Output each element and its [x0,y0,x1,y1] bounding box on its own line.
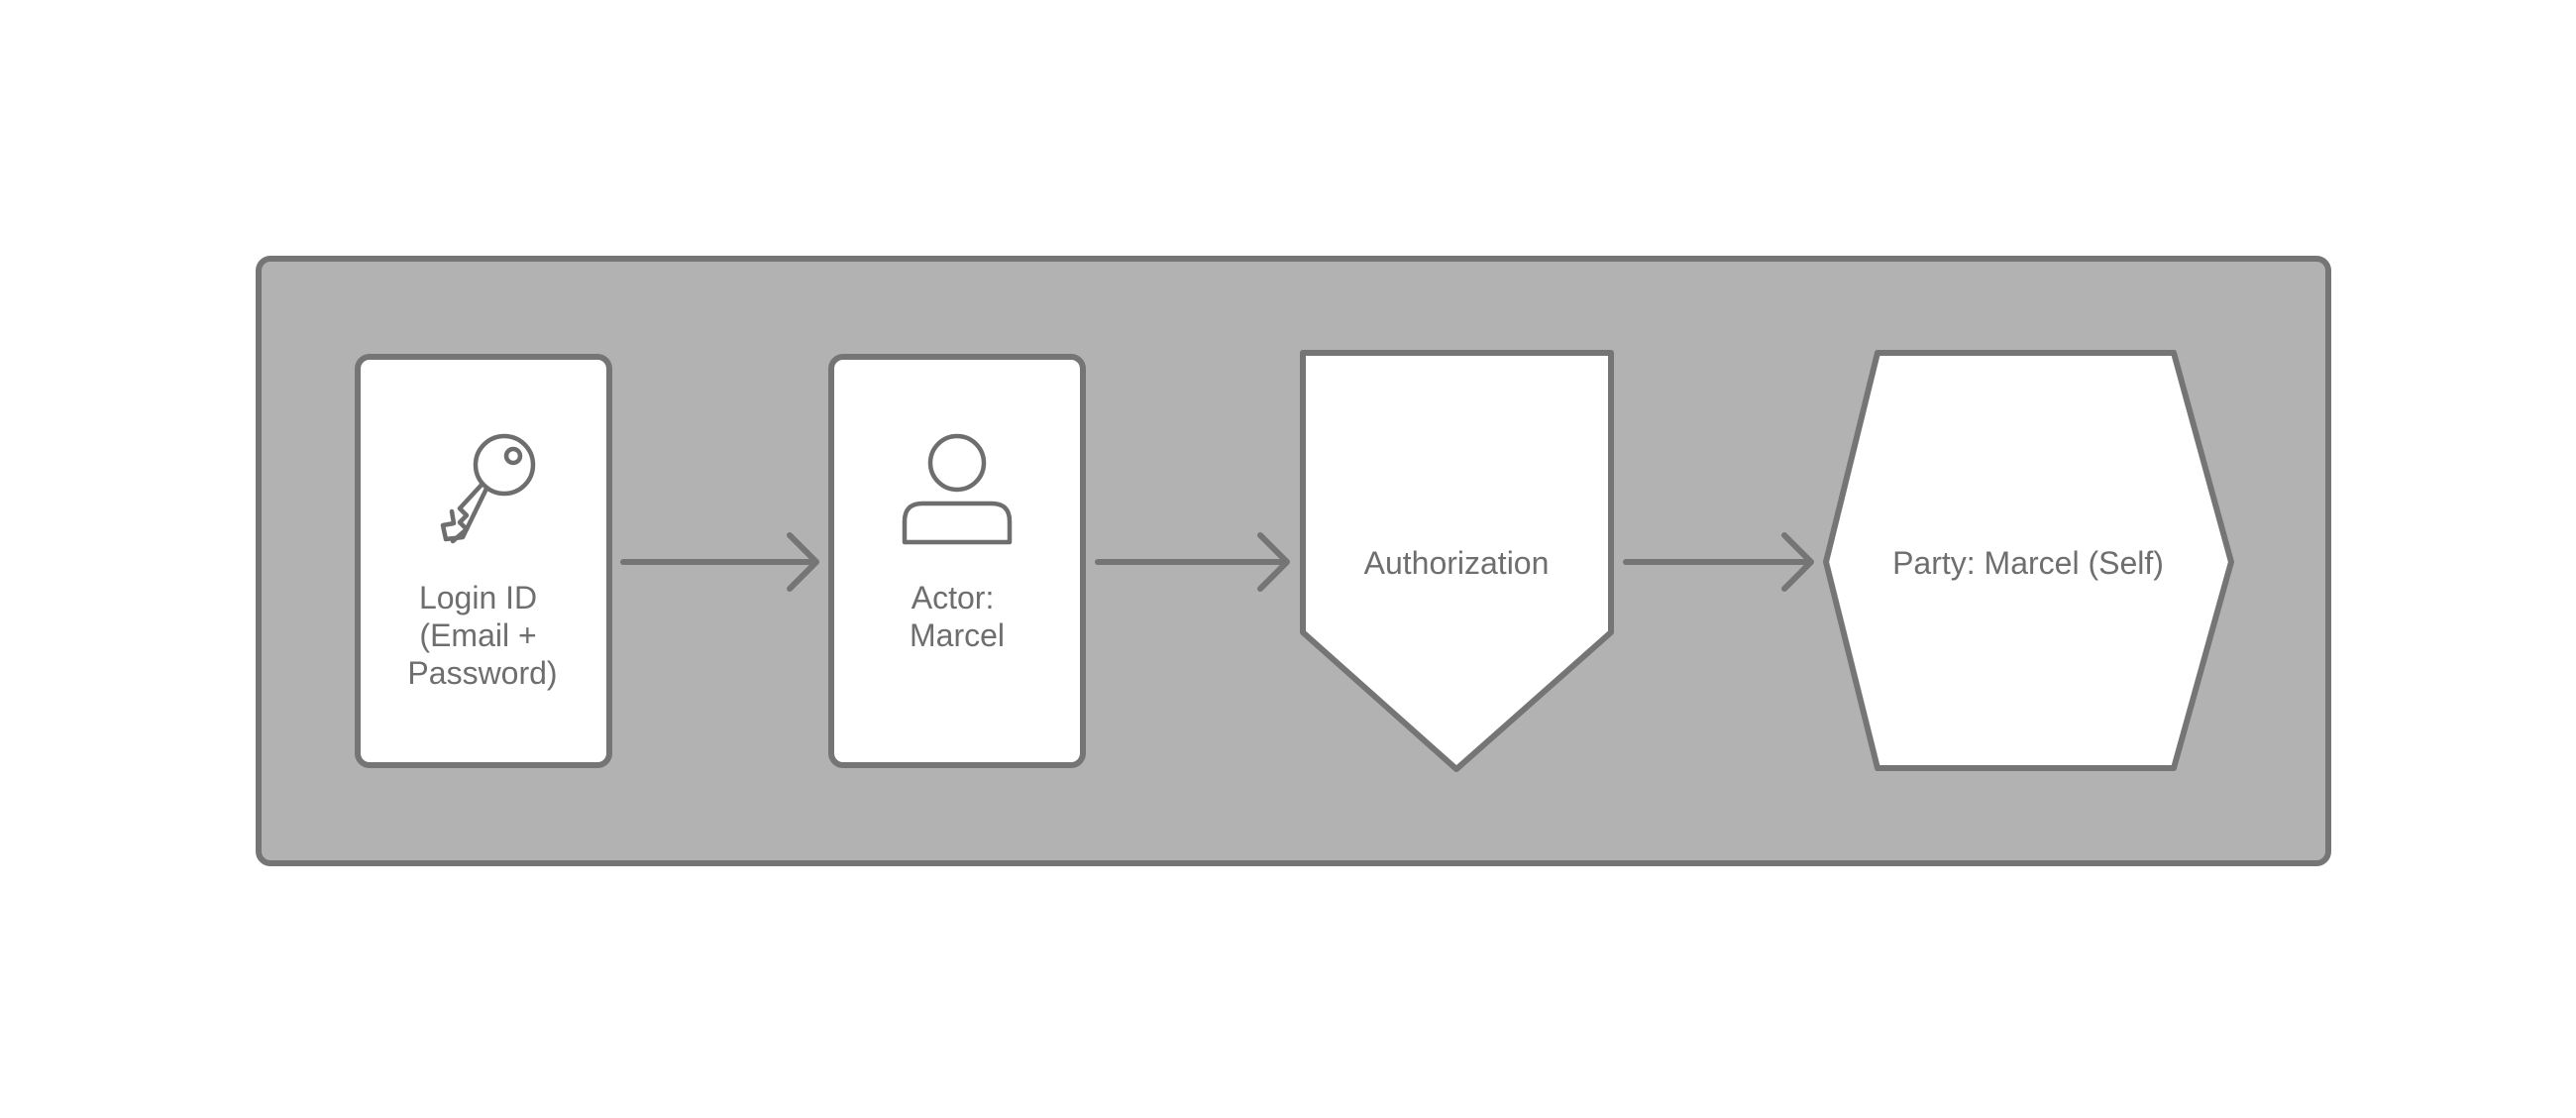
edge-authorization-to-party [1623,532,1814,592]
authorization-shape [1300,350,1614,772]
authorization-label-line-1: Authorization [1364,545,1550,581]
edge-login-to-actor [620,532,819,592]
node-actor: Actor: Marcel [828,354,1086,768]
edge-actor-to-authorization [1095,532,1290,592]
key-icon [440,433,536,544]
party-label-line-1: Party: Marcel (Self) [1892,545,2164,581]
edge-authorization-to-party-arrowhead [1781,532,1814,592]
actor-box [828,354,1086,768]
actor-label-line-1: Actor: [912,580,995,615]
party-shape [1823,350,2234,771]
actor-label: Actor: Marcel [910,580,1005,653]
authorization-label: Authorization [1364,545,1550,581]
edge-login-to-actor-arrowhead [787,532,819,592]
login-id-label-line-3: Password) [407,655,557,691]
login-id-label-line-2: (Email + [419,617,536,653]
login-id-label: Login ID (Email + Password) [407,580,557,691]
node-party: Party: Marcel (Self) [1823,350,2234,771]
node-authorization: Authorization [1300,350,1614,772]
actor-label-line-2: Marcel [910,617,1005,653]
edge-actor-to-authorization-arrowhead [1257,532,1290,592]
party-label: Party: Marcel (Self) [1892,545,2164,581]
diagram-container [256,256,2331,866]
login-id-box [355,354,612,768]
login-id-label-line-1: Login ID [419,580,537,615]
user-icon [902,433,1013,545]
node-login-id: Login ID (Email + Password) [355,354,612,768]
